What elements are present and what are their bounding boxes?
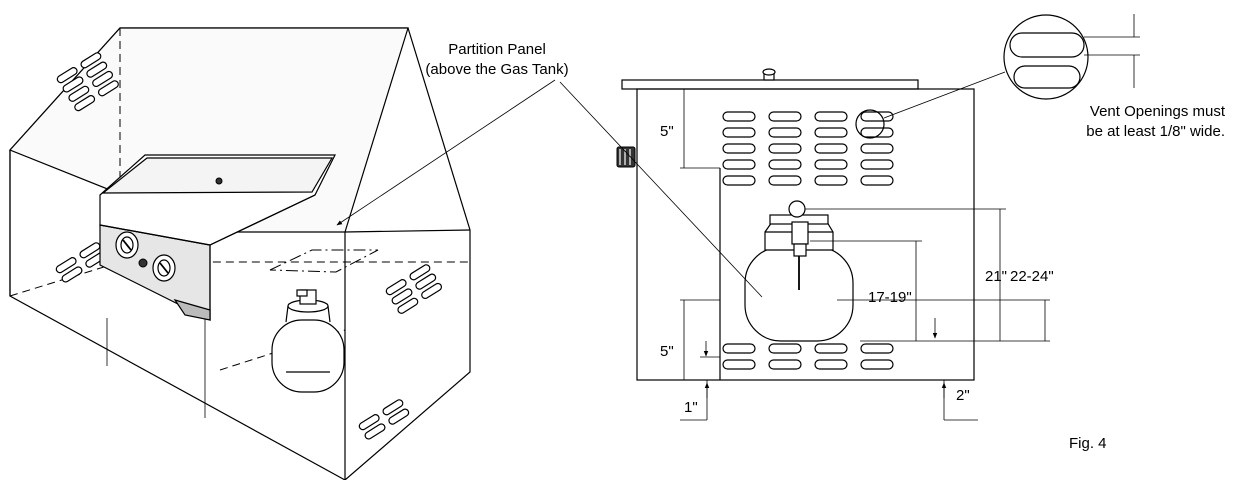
vent-detail-callout bbox=[855, 14, 1140, 139]
side-elevation-view: 5" 5" 1" 2" 17-19" bbox=[559, 14, 1140, 421]
propane-tank-iso bbox=[271, 289, 345, 393]
isometric-enclosure-view bbox=[8, 27, 556, 480]
dimension-17-19in bbox=[810, 240, 946, 342]
cabinet-outline bbox=[636, 88, 975, 381]
partition-panel-iso bbox=[269, 249, 379, 273]
control-knob-left bbox=[115, 231, 139, 259]
dim-to-partition-label: 22-24" bbox=[1010, 268, 1054, 285]
vent-note-line2: be at least 1/8" wide. bbox=[1086, 123, 1225, 140]
dimension-bottom-5in bbox=[680, 299, 720, 380]
propane-tank bbox=[744, 200, 854, 342]
burner-lid bbox=[621, 79, 919, 90]
vent-note-line1: Vent Openings must bbox=[1090, 103, 1226, 120]
lower-vent-openings bbox=[722, 343, 894, 370]
partition-panel-sublabel: (above the Gas Tank) bbox=[425, 61, 568, 78]
side-knob bbox=[616, 146, 636, 168]
dim-right-gap-label: 2" bbox=[956, 387, 970, 404]
control-knob-right bbox=[152, 254, 176, 282]
dim-tank-valve-label: 17-19" bbox=[868, 289, 912, 306]
vent-slots-front-lower bbox=[358, 399, 410, 440]
vent-slots-front-upper bbox=[385, 264, 443, 314]
vent-slots-rear bbox=[56, 52, 119, 112]
dim-left-gap-label: 1" bbox=[684, 399, 698, 416]
dim-to-tank-top-label: 21" bbox=[985, 268, 1007, 285]
dim-top-label: 5" bbox=[660, 123, 674, 140]
side-burner-unit bbox=[99, 154, 336, 321]
dim-bottom-label: 5" bbox=[660, 343, 674, 360]
dimension-right-2in bbox=[941, 380, 978, 421]
dimension-22-24in bbox=[837, 299, 1050, 342]
figure-caption: Fig. 4 bbox=[1069, 435, 1107, 452]
dimension-21in bbox=[805, 208, 1006, 342]
upper-vent-openings bbox=[722, 111, 894, 186]
dimension-top-5in bbox=[680, 89, 720, 169]
partition-panel-label: Partition Panel bbox=[448, 41, 546, 58]
dimension-left-1in bbox=[680, 380, 710, 421]
